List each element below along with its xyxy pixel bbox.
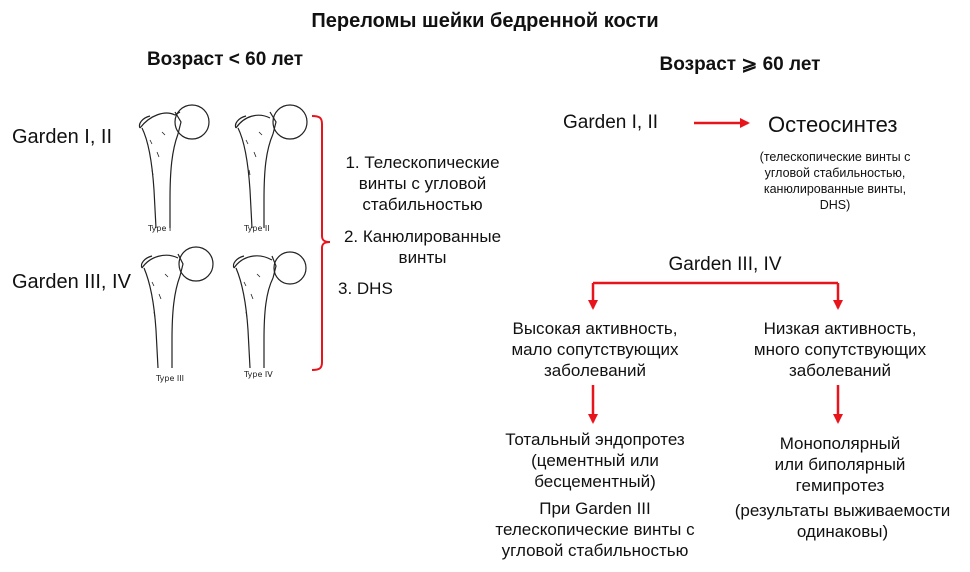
femur-type-4-figure — [232, 251, 307, 369]
hemiprosthesis-box: Монополярный или биполярный гемипротез — [774, 434, 906, 495]
low-activity-box: Низкая активность, много сопутствующих з… — [753, 319, 927, 380]
figure-label-type-4: Type IV — [244, 370, 273, 379]
left-header-age-under-60: Возраст < 60 лет — [146, 49, 304, 70]
right-garden-3-4-label: Garden III, IV — [668, 254, 782, 275]
hemiprosthesis-note: (результаты выживаемости одинаковы) — [734, 501, 951, 541]
total-endoprosthesis-note: При Garden III телескопические винты с у… — [495, 499, 695, 560]
femur-type-1-figure — [138, 104, 210, 229]
right-garden-1-2-label: Garden I, II — [563, 112, 659, 133]
femur-type-3-figure — [140, 246, 214, 369]
option-1-telescopic-screws: 1. Телескопические винты с угловой стаби… — [345, 153, 500, 214]
figure-label-type-3: Type III — [156, 374, 184, 383]
figure-label-type-1: Type I — [148, 224, 172, 233]
left-garden-3-4-label: Garden III, IV — [12, 271, 131, 293]
right-header-age-60-plus: Возраст ⩾ 60 лет — [659, 54, 821, 75]
option-2-cannulated-screws: 2. Канюлированные винты — [343, 227, 502, 267]
total-endoprosthesis-box: Тотальный эндопротез (цементный или бесц… — [505, 430, 685, 491]
option-3-dhs: 3. DHS — [338, 279, 393, 298]
osteosynthesis-note: (телескопические винты с угловой стабиль… — [759, 150, 911, 212]
femur-type-2-figure — [234, 104, 308, 229]
high-activity-box: Высокая активность, мало сопутствующих з… — [511, 319, 679, 380]
page-title: Переломы шейки бедренной кости — [311, 10, 659, 32]
garden34-branch-arrows — [588, 281, 843, 424]
options-bracket — [311, 115, 331, 371]
left-garden-1-2-label: Garden I, II — [12, 126, 113, 148]
osteosynthesis-label: Остеосинтез — [768, 112, 898, 137]
figure-label-type-2: Type II — [244, 224, 270, 233]
